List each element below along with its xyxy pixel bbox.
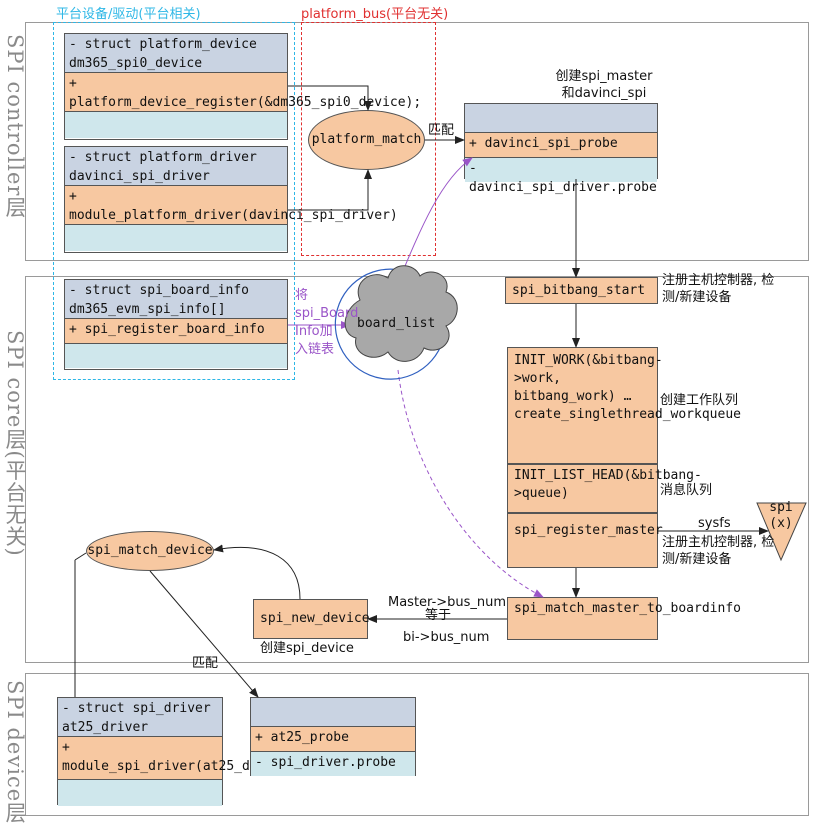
spi-driver-probe: - spi_driver.probe — [251, 752, 415, 776]
note-register-ctrl-2: 注册主机控制器, 检测/新建设备 — [662, 535, 775, 567]
board-list-cloud — [344, 265, 458, 362]
davinci-spi-driver-probe: - davinci_spi_driver.probe — [465, 158, 657, 195]
spi-register-board-info: + spi_register_board_info — [65, 319, 287, 344]
platform-bus-frame — [301, 22, 436, 256]
davinci-spi-header — [465, 104, 657, 133]
spi-register-master-box: spi_register_master — [507, 513, 663, 568]
note-bus-num-bottom: bi->bus_num — [403, 630, 490, 645]
platform-driver-footer — [65, 225, 287, 251]
board-info-card: - struct spi_board_info dm365_evm_spi_in… — [64, 279, 288, 370]
davinci-spi-probe: + davinci_spi_probe — [465, 133, 657, 158]
spi-driver-footer — [58, 780, 222, 806]
note-create-workqueue: 创建工作队列 — [660, 393, 739, 408]
board-list-cycle — [334, 268, 446, 380]
spi-x-label: spi (x) — [769, 500, 793, 531]
note-add-board: 将spi_Board Info加入链表 — [295, 288, 359, 357]
platform-driver-card: - struct platform_driver davinci_spi_dri… — [64, 146, 398, 253]
platform-match-label: platform_match — [311, 132, 422, 147]
spi-bitbang-start: spi_bitbang_start — [505, 277, 658, 304]
note-register-ctrl-1: 注册主机控制器, 检测/新建设备 — [662, 273, 775, 305]
spi-new-device-box: spi_new_device — [253, 599, 370, 639]
note-create-spi-device: 创建spi_device — [260, 641, 354, 656]
note-sysfs: sysfs — [698, 516, 731, 531]
platform-bus-label: platform_bus(平台无关) — [301, 7, 449, 22]
platform-group-label: 平台设备/驱动(平台相关) — [56, 7, 201, 22]
arrow-matchdevice-to-at25 — [149, 570, 259, 698]
init-list-head-box: INIT_LIST_HEAD(&bitbang->queue) — [507, 464, 702, 513]
line-matchdevice-stub — [74, 552, 87, 561]
arrow-list-to-matchmaster — [397, 369, 544, 598]
davinci-spi-card: + davinci_spi_probe - davinci_spi_driver… — [464, 103, 658, 195]
board-list-label: board_list — [357, 316, 436, 331]
platform-device-title: - struct platform_device dm365_spi0_devi… — [65, 34, 287, 73]
note-equals: 等于 — [425, 608, 452, 623]
at25-probe: + at25_probe — [251, 727, 415, 752]
core-layer-label: SPI core层(平台无关) — [3, 330, 27, 557]
arrow-driver-to-match — [288, 169, 372, 211]
spi-match-device-node: spi_match_device — [86, 531, 214, 571]
spi-x-triangle — [756, 502, 807, 562]
note-match-2: 匹配 — [192, 656, 219, 671]
board-info-footer — [65, 344, 287, 368]
at25-card: + at25_probe - spi_driver.probe — [250, 697, 416, 776]
device-layer-label: SPI device层 — [3, 680, 27, 824]
init-work-box: INIT_WORK(&bitbang->work, bitbang_work) … — [507, 347, 741, 464]
spi-match-device-label: spi_match_device — [87, 543, 213, 558]
board-info-title: - struct spi_board_info dm365_evm_spi_in… — [65, 280, 287, 319]
note-message-queue: 消息队列 — [660, 483, 713, 498]
arrow-newdevice-to-matchdevice — [213, 544, 301, 600]
platform-driver-title: - struct platform_driver davinci_spi_dri… — [65, 147, 287, 186]
at25-header — [251, 698, 415, 727]
spi-driver-title: - struct spi_driver at25_driver — [58, 698, 222, 737]
controller-layer-label: SPI controller层 — [3, 34, 27, 219]
arrow-device-to-match — [288, 85, 372, 111]
note-bus-num-top: Master->bus_num — [388, 595, 507, 610]
platform-group-frame — [53, 22, 295, 380]
platform-device-footer — [65, 112, 287, 138]
note-match-1: 匹配 — [428, 123, 455, 138]
note-create-master: 创建spi_master 和davinci_spi — [555, 69, 653, 101]
